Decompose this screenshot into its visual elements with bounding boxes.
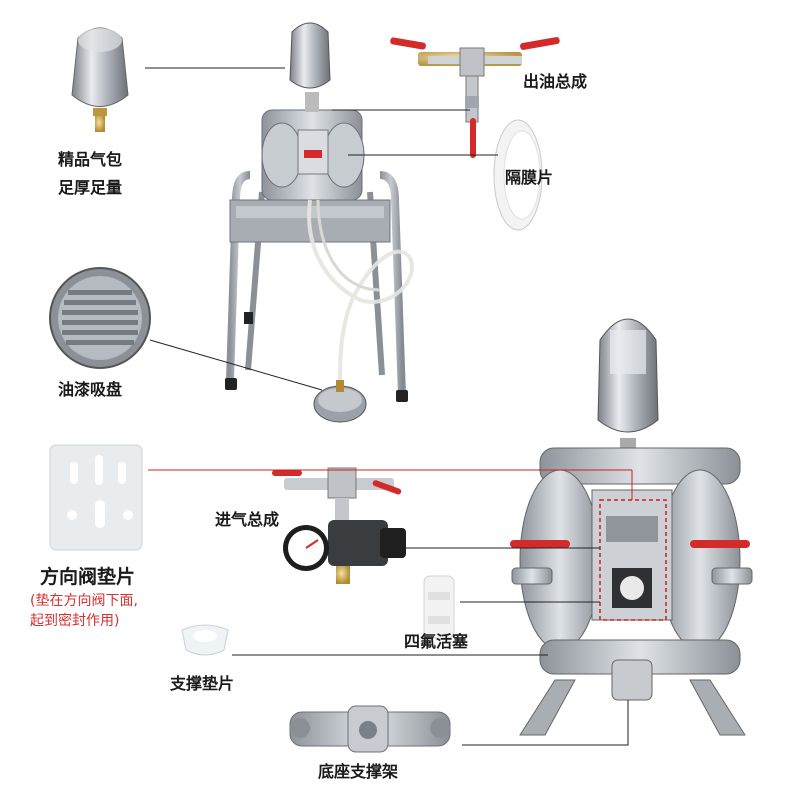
- ptfe-piston-label: 四氟活塞: [404, 632, 469, 651]
- pump-closeup-image: [510, 318, 753, 736]
- suction-disc-image: [49, 267, 151, 369]
- direction-valve-note-line2: 起到密封作用): [30, 613, 120, 629]
- oil-outlet-assembly-image: [390, 37, 560, 158]
- leader-base-frame: [462, 700, 629, 746]
- support-gasket-image: [181, 624, 229, 656]
- base-support-frame-image: [289, 705, 451, 753]
- air-chamber-image: [71, 27, 129, 132]
- suction-disc-label: 油漆吸盘: [58, 380, 123, 399]
- leader-suction-disc: [149, 339, 323, 391]
- leader-lines: [145, 67, 629, 746]
- air-chamber-label-line1: 精品气包: [58, 150, 123, 169]
- air-inlet-assembly-image: [272, 467, 406, 584]
- diaphragm-image: [493, 119, 543, 231]
- diaphragm-label: 隔膜片: [505, 168, 554, 187]
- air-chamber-label-line2: 足厚足量: [58, 178, 123, 197]
- direction-valve-gasket-label: 方向阀垫片: [40, 566, 136, 588]
- oil-outlet-assembly-label: 出油总成: [523, 72, 588, 91]
- support-gasket-label: 支撑垫片: [170, 674, 235, 693]
- direction-valve-note-line1: (垫在方向阀下面,: [30, 593, 138, 609]
- base-support-frame-label: 底座支撑架: [318, 762, 399, 781]
- air-inlet-assembly-label: 进气总成: [215, 510, 280, 529]
- direction-valve-gasket-image: [49, 444, 143, 551]
- pump-on-stand-image: [225, 22, 414, 423]
- ptfe-piston-image: [423, 575, 455, 639]
